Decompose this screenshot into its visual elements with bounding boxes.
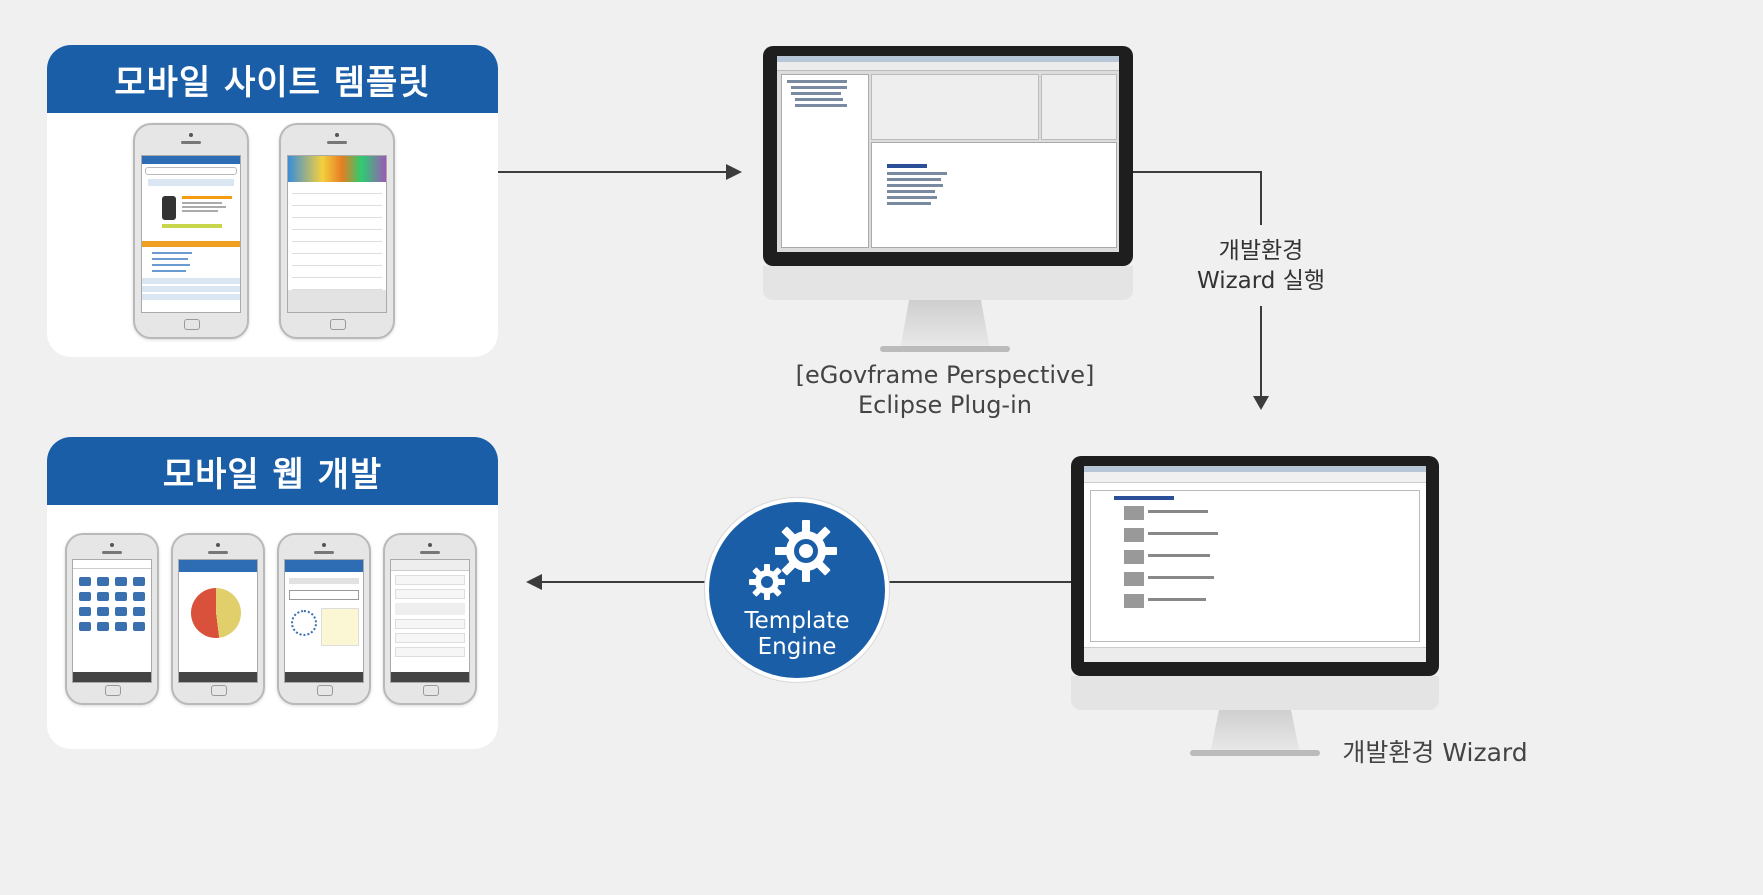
eclipse-caption-line2: Eclipse Plug-in xyxy=(858,391,1032,419)
phone-screen-list xyxy=(390,559,470,683)
phone-screen-pie-chart xyxy=(178,559,258,683)
phone-screen-icon-grid xyxy=(72,559,152,683)
phone-mockup xyxy=(171,533,265,705)
template-engine-line1: Template xyxy=(744,608,850,634)
template-engine-badge: Template Engine xyxy=(705,498,889,682)
connector-line xyxy=(498,171,728,173)
wizard-step-line2: Wizard 실행 xyxy=(1196,268,1326,294)
mobile-web-dev-panel: 모바일 웹 개발 xyxy=(47,437,498,749)
gear-icon xyxy=(749,564,785,600)
phone-mockup xyxy=(277,533,371,705)
monitor-stand xyxy=(900,300,990,350)
mobile-site-template-panel: 모바일 사이트 템플릿 xyxy=(47,45,498,357)
template-engine-line2: Engine xyxy=(757,634,837,660)
template-engine-label: Template Engine xyxy=(709,608,885,660)
phone-mockup xyxy=(383,533,477,705)
eclipse-screen xyxy=(777,56,1119,252)
monitor-bezel xyxy=(1071,676,1439,710)
wizard-step-label: 개발환경 Wizard 실행 xyxy=(1180,236,1342,296)
connector-line xyxy=(1133,171,1261,173)
connector-line xyxy=(1260,306,1262,398)
phone-screen xyxy=(287,155,387,313)
phone-screen-form xyxy=(284,559,364,683)
wizard-screen xyxy=(1084,466,1426,662)
arrow-left-icon xyxy=(526,574,542,590)
monitor-bezel xyxy=(763,266,1133,300)
phone-mockup xyxy=(279,123,395,339)
panel-title-mobile-web-dev: 모바일 웹 개발 xyxy=(47,437,498,505)
wizard-step-line1: 개발환경 xyxy=(1218,238,1304,264)
phone-mockup xyxy=(133,123,249,339)
phone-mockup xyxy=(65,533,159,705)
gear-icon xyxy=(775,520,837,582)
eclipse-caption: [eGovframe Perspective] Eclipse Plug-in xyxy=(760,360,1130,420)
connector-line xyxy=(1260,171,1262,225)
connector-line xyxy=(884,581,1071,583)
phone-screen xyxy=(141,155,241,313)
connector-line xyxy=(540,581,708,583)
monitor-stand xyxy=(1210,710,1300,754)
arrow-down-icon xyxy=(1253,396,1269,410)
wizard-caption: 개발환경 Wizard xyxy=(1342,738,1528,767)
eclipse-caption-line1: [eGovframe Perspective] xyxy=(795,361,1095,389)
arrow-right-icon xyxy=(726,164,742,180)
panel-title-mobile-site-template: 모바일 사이트 템플릿 xyxy=(47,45,498,113)
